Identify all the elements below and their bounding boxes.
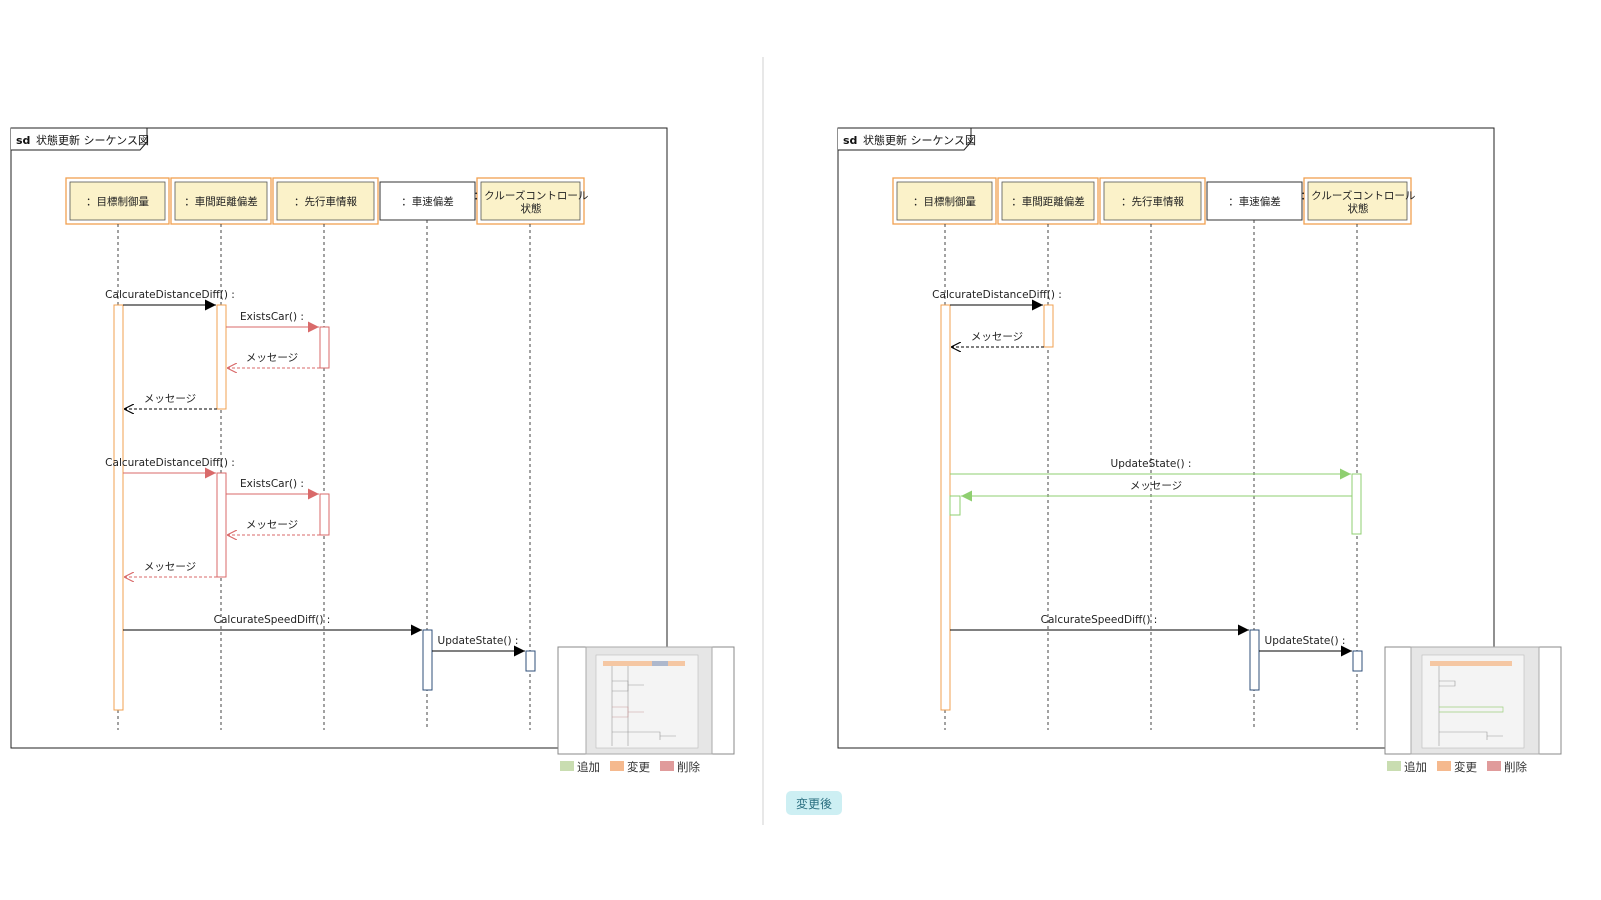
- lifeline-cruise-control-jotai[interactable]: ：クルーズコントロール 状態: [474, 177, 589, 730]
- legend-swatch-added: [1387, 761, 1401, 771]
- activation-bar: [525, 650, 536, 672]
- legend-label-added: 追加: [577, 760, 600, 774]
- message-update-state[interactable]: UpdateState() :: [1259, 635, 1352, 657]
- activation-bar: [940, 304, 951, 711]
- message-label: CalcurateDistanceDiff() :: [105, 289, 235, 301]
- message-label: ExistsCar() :: [240, 478, 304, 490]
- lifeline-mokuhyo-seigyoryo[interactable]: ：目標制御量: [892, 177, 997, 730]
- legend: 追加 変更 削除: [560, 760, 700, 774]
- frame-title-prefix: sd: [843, 134, 857, 147]
- minimap[interactable]: [557, 646, 735, 755]
- message-exists-car-1[interactable]: ExistsCar() :: [226, 311, 319, 333]
- message-label: ExistsCar() :: [240, 311, 304, 323]
- legend-label-deleted: 削除: [1504, 760, 1527, 774]
- after-badge[interactable]: 変更後: [786, 791, 842, 815]
- message-label: メッセージ: [1130, 480, 1182, 492]
- message-label: UpdateState() :: [438, 635, 519, 647]
- message-label: メッセージ: [971, 331, 1023, 343]
- legend-swatch-deleted: [660, 761, 674, 771]
- message-reply-2[interactable]: メッセージ: [124, 393, 217, 409]
- message-label: UpdateState() :: [1265, 635, 1346, 647]
- message-calcurate-speed-diff[interactable]: CalcurateSpeedDiff() :: [123, 614, 422, 636]
- message-label: メッセージ: [246, 352, 298, 364]
- lifeline-senkosha-joho[interactable]: ：先行車情報: [1099, 177, 1206, 730]
- message-reply-4[interactable]: メッセージ: [124, 561, 217, 577]
- lifeline-label: ：車速偏差: [401, 195, 454, 208]
- frame-title: 状態更新 シーケンス図: [863, 133, 976, 147]
- lifeline-label-line1: ：クルーズコントロール: [474, 189, 589, 202]
- lifeline-label-line2: 状態: [1348, 202, 1369, 215]
- lifeline-label-line2: 状態: [521, 202, 542, 215]
- frame-tab: [838, 127, 972, 151]
- message-reply-1[interactable]: メッセージ: [227, 352, 320, 368]
- activation-bar: [1043, 304, 1054, 348]
- lifeline-shasoku-hensa[interactable]: ：車速偏差: [379, 181, 476, 730]
- lifeline-shasoku-hensa[interactable]: ：車速偏差: [1206, 181, 1303, 730]
- legend: 追加 変更 削除: [1387, 760, 1527, 774]
- activation-bar: [319, 493, 330, 536]
- legend-label-changed: 変更: [627, 760, 650, 774]
- activation-bar: [319, 326, 330, 369]
- legend-swatch-deleted: [1487, 761, 1501, 771]
- activation-bar: [1249, 629, 1260, 691]
- legend-swatch-changed: [1437, 761, 1451, 771]
- message-label: CalcurateDistanceDiff() :: [932, 289, 1062, 301]
- sequence-diagram-after: sd 状態更新 シーケンス図 ：目標制御量 ：車間距離偏差 ：先行車情報 ：車速…: [837, 127, 1562, 774]
- legend-label-deleted: 削除: [677, 760, 700, 774]
- frame-title-prefix: sd: [16, 134, 30, 147]
- legend-swatch-changed: [610, 761, 624, 771]
- message-label: UpdateState() :: [1111, 458, 1192, 470]
- frame-tab: [11, 127, 148, 151]
- lifeline-label: ：先行車情報: [294, 195, 357, 208]
- lifeline-label: ：目標制御量: [86, 195, 149, 208]
- lifeline-label-line1: ：クルーズコントロール: [1301, 189, 1416, 202]
- message-label: CalcurateDistanceDiff() :: [105, 457, 235, 469]
- legend-label-changed: 変更: [1454, 760, 1477, 774]
- lifeline-label: ：車間距離偏差: [1011, 195, 1085, 208]
- message-update-state-added[interactable]: UpdateState() :: [950, 458, 1351, 480]
- lifeline-senkosha-joho[interactable]: ：先行車情報: [272, 177, 379, 730]
- activation-bar: [1352, 650, 1363, 672]
- activation-bar: [1351, 473, 1362, 535]
- message-update-state[interactable]: UpdateState() :: [432, 635, 525, 657]
- lifeline-shakan-kyori-hensa[interactable]: ：車間距離偏差: [997, 177, 1099, 730]
- lifeline-mokuhyo-seigyoryo[interactable]: ：目標制御量: [65, 177, 170, 730]
- message-label: メッセージ: [144, 561, 196, 573]
- activation-bar: [949, 495, 961, 516]
- message-reply-3[interactable]: メッセージ: [227, 519, 320, 535]
- message-reply[interactable]: メッセージ: [951, 331, 1044, 347]
- message-label: CalcurateSpeedDiff() :: [1041, 614, 1158, 626]
- message-calcurate-distance-diff-2[interactable]: CalcurateDistanceDiff() :: [105, 457, 235, 479]
- minimap[interactable]: [1384, 646, 1562, 755]
- legend-label-added: 追加: [1404, 760, 1427, 774]
- lifeline-cruise-control-jotai[interactable]: ：クルーズコントロール 状態: [1301, 177, 1416, 730]
- message-label: メッセージ: [144, 393, 196, 405]
- lifeline-label: ：先行車情報: [1121, 195, 1184, 208]
- message-calcurate-distance-diff[interactable]: CalcurateDistanceDiff() :: [932, 289, 1062, 311]
- activation-bar: [422, 629, 433, 691]
- sequence-diagram-before: sd 状態更新 シーケンス図 ：目標制御量 ：車間距離偏差 ：先行車情報 ：車速…: [10, 127, 735, 774]
- lifeline-label: ：車速偏差: [1228, 195, 1281, 208]
- message-exists-car-2[interactable]: ExistsCar() :: [226, 478, 319, 500]
- legend-swatch-added: [560, 761, 574, 771]
- lifeline-label: ：目標制御量: [913, 195, 976, 208]
- activation-bar: [216, 304, 227, 410]
- message-reply-added[interactable]: メッセージ: [961, 480, 1352, 502]
- activation-bar: [113, 304, 124, 711]
- message-label: CalcurateSpeedDiff() :: [214, 614, 331, 626]
- lifeline-label: ：車間距離偏差: [184, 195, 258, 208]
- message-calcurate-speed-diff[interactable]: CalcurateSpeedDiff() :: [950, 614, 1249, 636]
- frame-title: 状態更新 シーケンス図: [36, 133, 149, 147]
- message-label: メッセージ: [246, 519, 298, 531]
- activation-bar: [216, 472, 227, 578]
- message-calcurate-distance-diff-1[interactable]: CalcurateDistanceDiff() :: [105, 289, 235, 311]
